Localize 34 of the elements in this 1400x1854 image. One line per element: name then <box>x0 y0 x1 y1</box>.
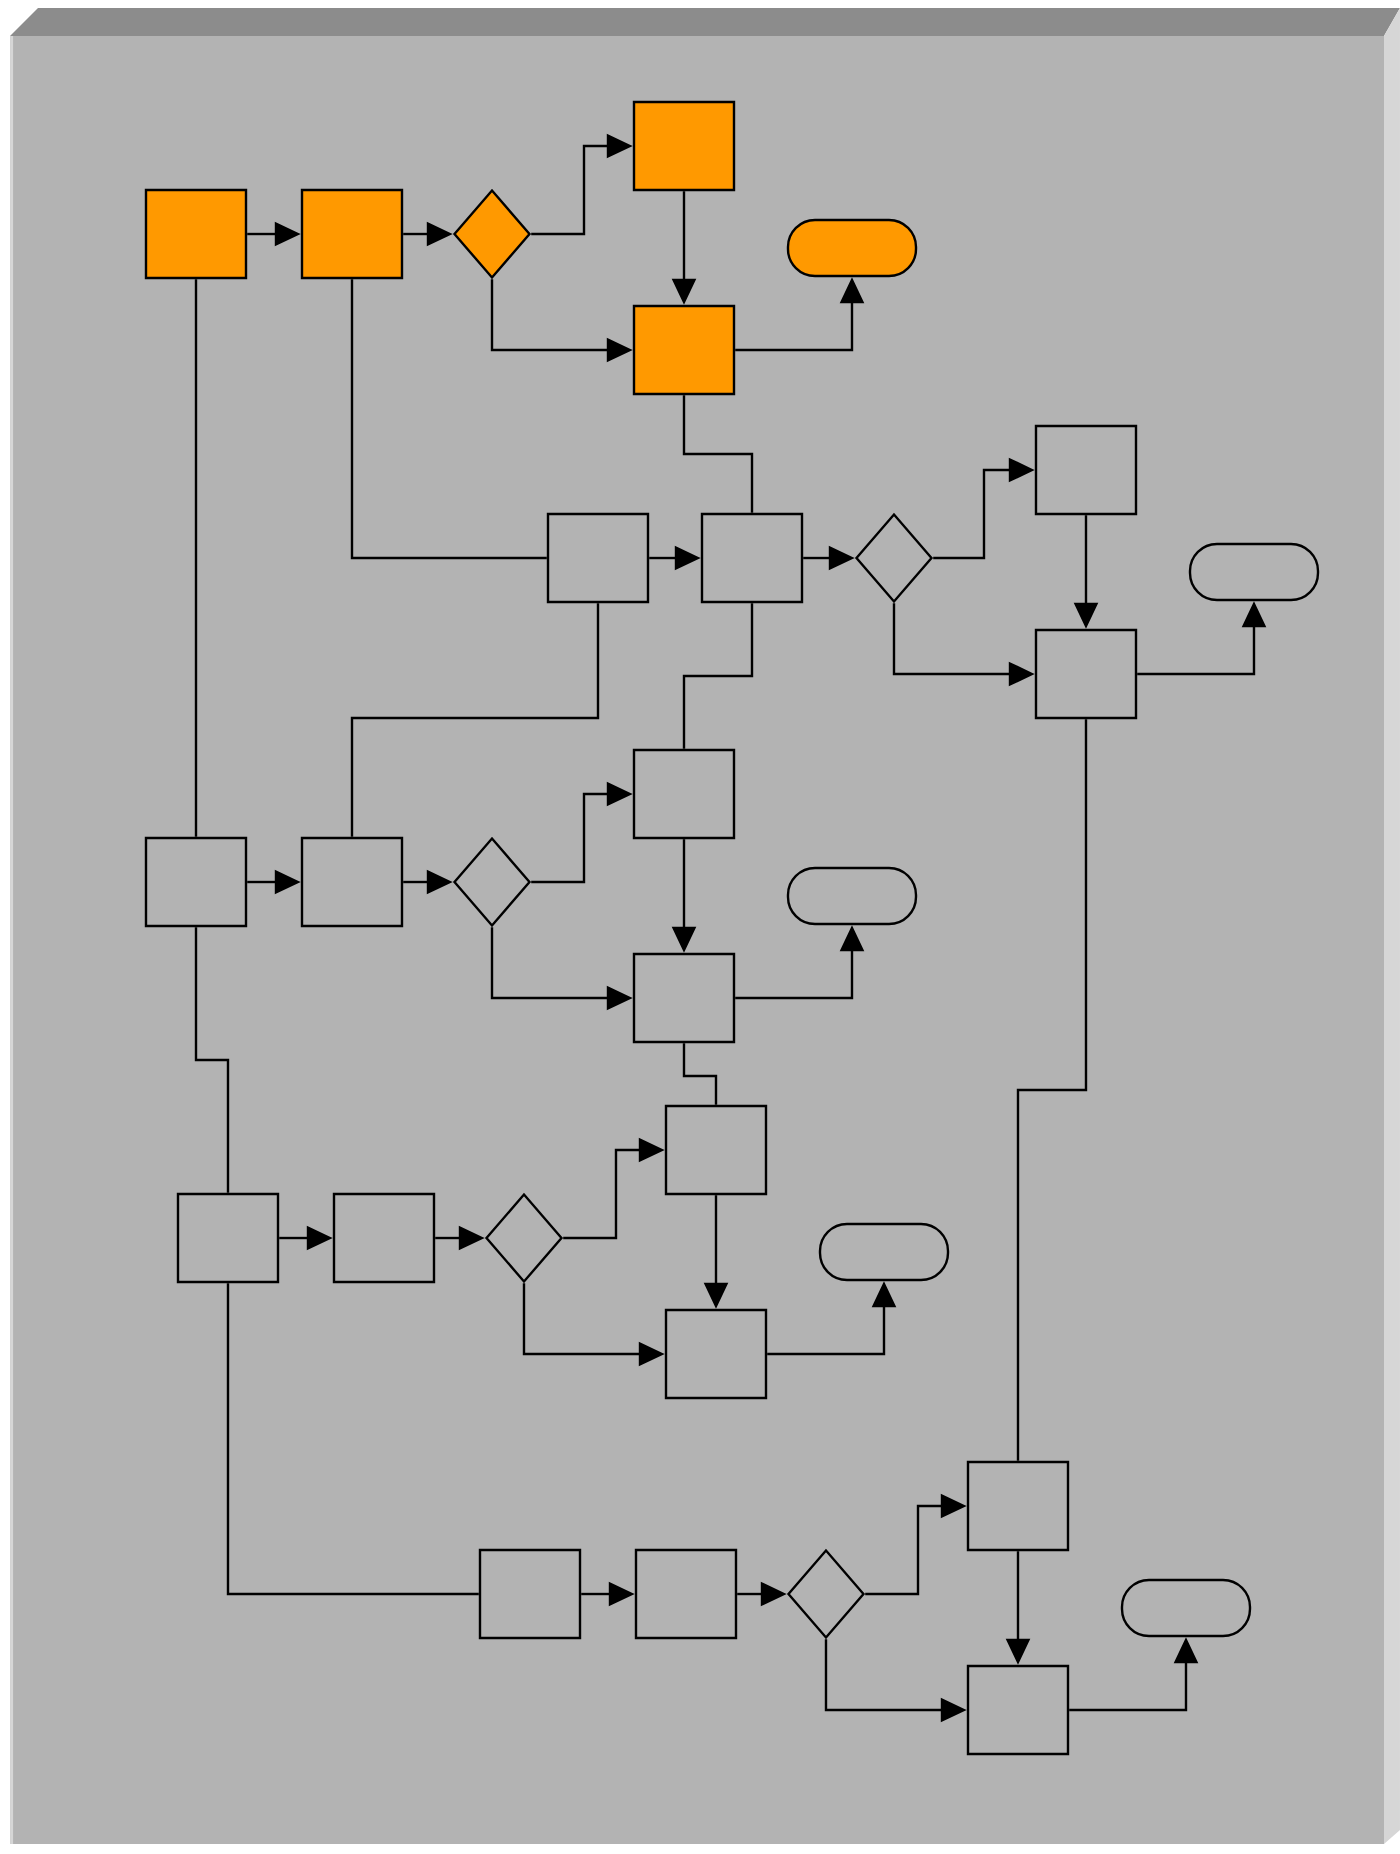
process-box <box>632 100 736 192</box>
process-box <box>1034 424 1138 516</box>
connector-line <box>682 1043 718 1105</box>
process-box <box>632 952 736 1044</box>
process-box <box>632 304 736 396</box>
process-box <box>700 512 804 604</box>
process-box <box>664 1104 768 1196</box>
process-box <box>546 512 650 604</box>
terminator-shape <box>1120 1578 1252 1638</box>
terminator-shape <box>1188 542 1320 602</box>
terminator-shape <box>818 1222 950 1282</box>
process-box <box>478 1548 582 1640</box>
process-box <box>664 1308 768 1400</box>
connector-line <box>194 927 230 1193</box>
process-box <box>632 748 736 840</box>
connector-line <box>682 603 754 749</box>
process-box <box>176 1192 280 1284</box>
process-box <box>332 1192 436 1284</box>
process-box <box>300 188 404 280</box>
connector-line <box>226 1283 479 1596</box>
connector-line <box>350 279 547 560</box>
connector-line <box>682 395 754 513</box>
process-box <box>1034 628 1138 720</box>
process-box <box>144 188 248 280</box>
process-box <box>144 836 248 928</box>
process-box <box>300 836 404 928</box>
connector-line <box>350 603 600 837</box>
terminator-shape <box>786 866 918 926</box>
terminator-shape <box>786 218 918 278</box>
connector-line <box>1016 719 1088 1461</box>
process-box <box>966 1460 1070 1552</box>
process-box <box>966 1664 1070 1756</box>
process-box <box>634 1548 738 1640</box>
connector-line <box>194 279 198 837</box>
